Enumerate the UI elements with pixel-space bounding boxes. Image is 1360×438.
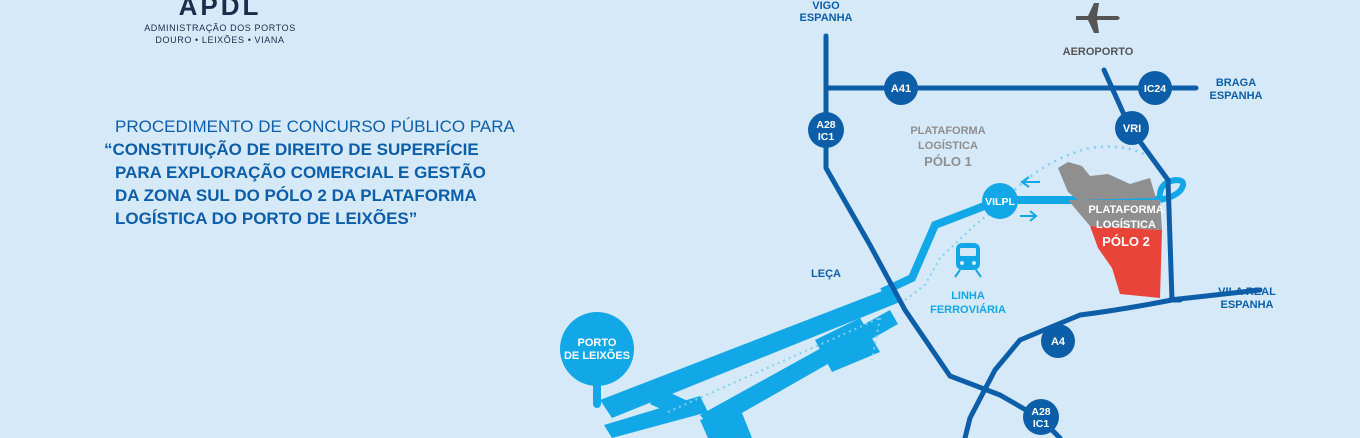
port-dotted-rail [667, 317, 881, 413]
badge-a28-north-line2: IC1 [818, 131, 835, 143]
badge-a28-south: A28 IC1 [1023, 399, 1059, 435]
arrow-left-icon [1020, 176, 1040, 188]
label-vila-real: VILA REAL [1218, 286, 1276, 298]
port-label-line1: PORTO [578, 337, 617, 349]
badge-a4-label: A4 [1051, 336, 1066, 348]
badge-ic24-label: IC24 [1144, 83, 1166, 95]
badge-a28-north-line1: A28 [816, 119, 835, 131]
label-braga-country: ESPANHA [1210, 90, 1263, 102]
apdl-logo: APDL ADMINISTRAÇÃO DOS PORTOS DOURO • LE… [120, 0, 320, 46]
port-label-line2: DE LEIXÕES [564, 349, 630, 362]
polo2-label-line2: LOGÍSTICA [1096, 218, 1156, 231]
badge-vri-label: VRI [1123, 123, 1141, 135]
airport-icon [1076, 3, 1120, 33]
label-braga: BRAGA [1216, 77, 1256, 89]
railway-label-line1: LINHA [951, 290, 985, 302]
label-vigo-country: ESPANHA [800, 12, 853, 24]
polo2-label-line3: PÓLO 2 [1102, 234, 1150, 249]
badge-ic24: IC24 [1138, 71, 1172, 105]
logo-wordmark: APDL [178, 0, 262, 21]
label-leca: LEÇA [811, 268, 841, 280]
org-name-line2: DOURO • LEIXÕES • VIANA [155, 35, 285, 45]
polo1-label-line2: LOGÍSTICA [918, 139, 978, 152]
polo2-label-line1: PLATAFORMA [1088, 204, 1163, 216]
arrow-right-icon [1020, 210, 1038, 222]
flow-arrows [1020, 176, 1040, 222]
port-piers [600, 288, 900, 438]
railway-label-line2: FERROVIÁRIA [930, 303, 1006, 316]
polo1-area: PLATAFORMA LOGÍSTICA PÓLO 1 [910, 125, 1156, 200]
label-airport: AEROPORTO [1063, 46, 1134, 58]
badge-vilpl: VILPL [982, 183, 1018, 219]
badge-vilpl-label: VILPL [985, 196, 1015, 208]
badge-vri: VRI [1115, 111, 1149, 145]
headline-intro: PROCEDIMENTO DE CONCURSO PÚBLICO PARA [115, 117, 515, 136]
badge-a28-north: A28 IC1 [808, 112, 844, 148]
headline-quote: “CONSTITUIÇÃO DE DIREITO DE SUPERFÍCIE P… [104, 138, 524, 230]
tender-headline: PROCEDIMENTO DE CONCURSO PÚBLICO PARA “C… [104, 116, 524, 230]
badge-a28-south-line2: IC1 [1033, 418, 1050, 430]
headline-line2: PARA EXPLORAÇÃO COMERCIAL E GESTÃO [115, 163, 486, 182]
headline-line3: DA ZONA SUL DO PÓLO 2 DA PLATAFORMA [115, 186, 477, 205]
headline-line1: “CONSTITUIÇÃO DE DIREITO DE SUPERFÍCIE [104, 140, 479, 159]
badge-a28-south-line1: A28 [1031, 406, 1050, 418]
badge-a4: A4 [1041, 324, 1075, 358]
label-vila-real-country: ESPANHA [1221, 299, 1274, 311]
badge-a41: A41 [884, 71, 918, 105]
railway-train-icon [954, 243, 982, 278]
org-name-line1: ADMINISTRAÇÃO DOS PORTOS [144, 23, 296, 33]
badge-a41-label: A41 [891, 83, 911, 95]
polo1-label-line1: PLATAFORMA [910, 125, 985, 137]
polo1-label-line3: PÓLO 1 [924, 154, 972, 169]
polo2-area: PLATAFORMA LOGÍSTICA PÓLO 2 [1068, 200, 1164, 298]
label-vigo: VIGO [812, 0, 840, 12]
headline-line4: LOGÍSTICA DO PORTO DE LEIXÕES” [115, 209, 418, 228]
port-marker: PORTO DE LEIXÕES [560, 312, 634, 408]
